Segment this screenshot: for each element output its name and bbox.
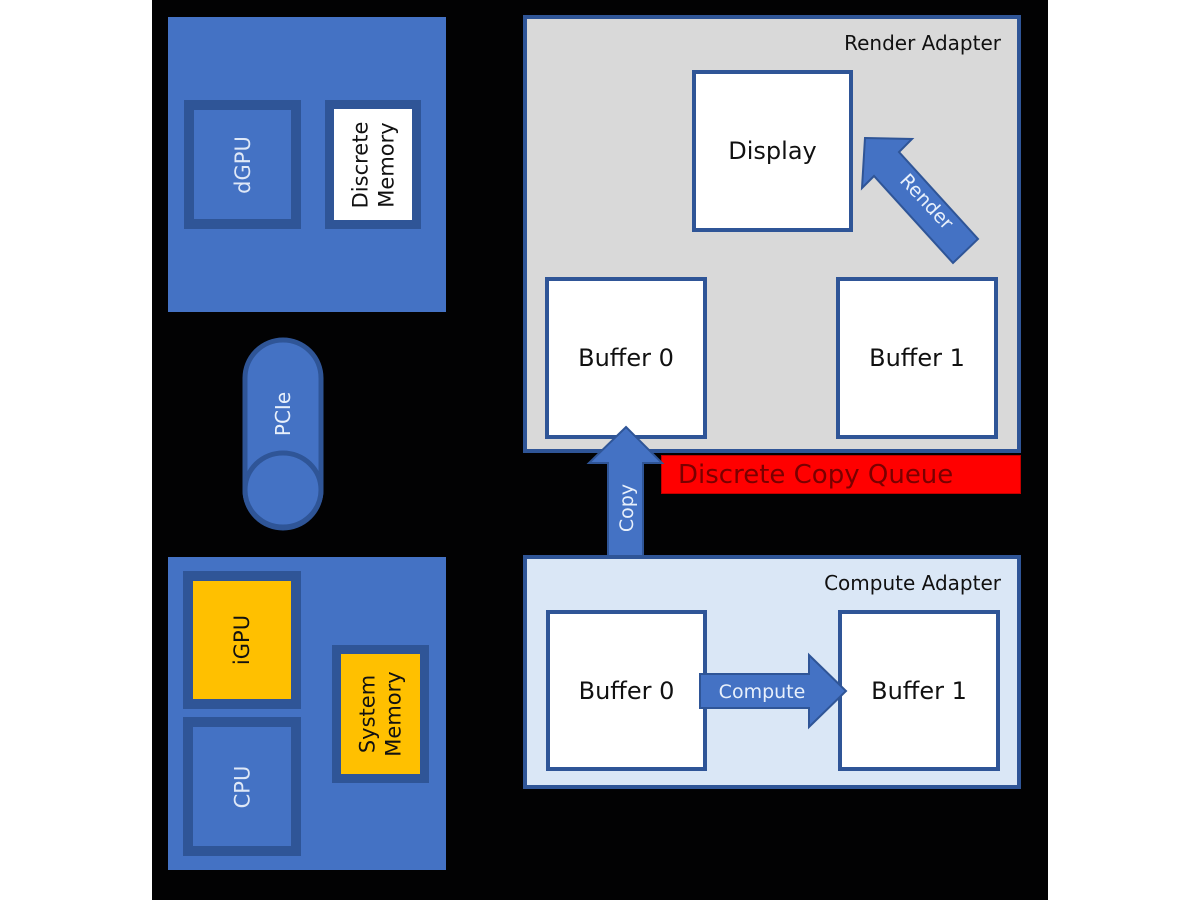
cpu-label: CPU <box>229 765 254 808</box>
render-buffer-0: Buffer 0 <box>545 277 707 439</box>
render-arrow-shape <box>860 136 980 265</box>
system-block: iGPU CPU System Memory <box>168 557 446 870</box>
discrete-copy-queue-bar: Discrete Copy Queue <box>661 455 1021 494</box>
render-arrow-icon: Render <box>860 136 980 265</box>
compute-buffer-0: Buffer 0 <box>546 610 707 771</box>
dgpu-chip: dGPU <box>184 100 301 229</box>
discrete-gpu-block: dGPU Discrete Memory <box>168 17 446 312</box>
compute-adapter-title: Compute Adapter <box>824 571 1001 595</box>
igpu-label: iGPU <box>230 614 254 666</box>
discrete-memory-label: Discrete Memory <box>348 121 398 208</box>
render-buffer-1: Buffer 1 <box>836 277 998 439</box>
compute-arrow-label: Compute <box>719 681 806 703</box>
display-box: Display <box>692 70 853 232</box>
system-memory-label: System Memory <box>355 671 406 757</box>
igpu-chip: iGPU <box>183 571 301 709</box>
discrete-memory-chip: Discrete Memory <box>325 100 421 229</box>
render-adapter: Render Adapter Display Buffer 0 Buffer 1 <box>523 15 1021 453</box>
pcie-cylinder-end <box>242 450 324 530</box>
pcie-cylinder-icon: PCIe <box>242 337 324 531</box>
compute-buffer-1: Buffer 1 <box>838 610 1000 771</box>
compute-arrow-shape <box>699 652 848 730</box>
cpu-chip: CPU <box>183 717 301 856</box>
copy-arrow-icon: Copy <box>586 425 665 574</box>
dgpu-label: dGPU <box>230 135 255 194</box>
render-adapter-title: Render Adapter <box>844 31 1001 55</box>
compute-arrow-icon: Compute <box>699 652 848 730</box>
system-memory-chip: System Memory <box>332 645 429 783</box>
copy-arrow-label: Copy <box>616 484 638 532</box>
pcie-label: PCIe <box>271 392 295 436</box>
